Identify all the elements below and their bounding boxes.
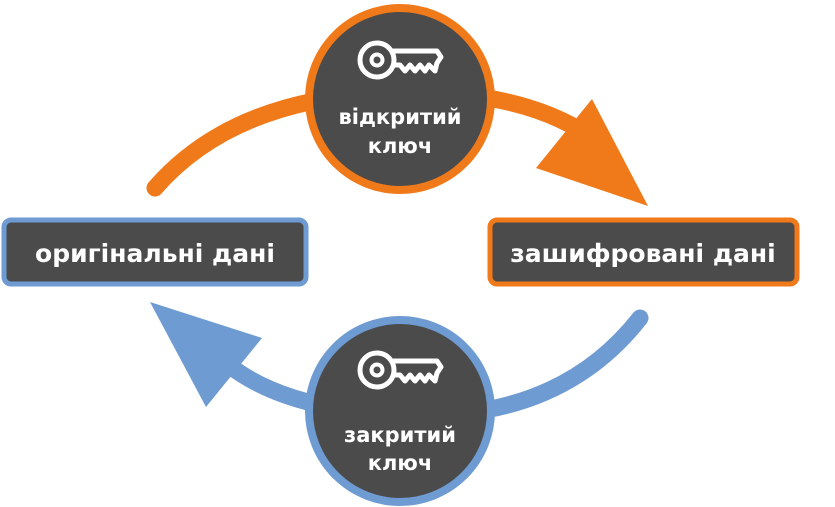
private-key-label-line1: закритий [344,423,456,447]
public-key-label-line2: ключ [368,134,432,158]
private-arrowhead [150,302,262,407]
original-data-box: оригінальні дані [1,217,309,287]
private-key-circle: закритий ключ [305,316,495,506]
encrypted-data-label: зашифровані дані [510,239,775,268]
encrypted-data-box: зашифровані дані [487,217,800,287]
public-key-label-line1: відкритий [338,105,461,129]
public-key-circle: відкритий ключ [305,4,495,194]
public-arrowhead [536,99,648,206]
private-key-label-line2: ключ [368,451,432,475]
original-data-label: оригінальні дані [35,239,275,268]
